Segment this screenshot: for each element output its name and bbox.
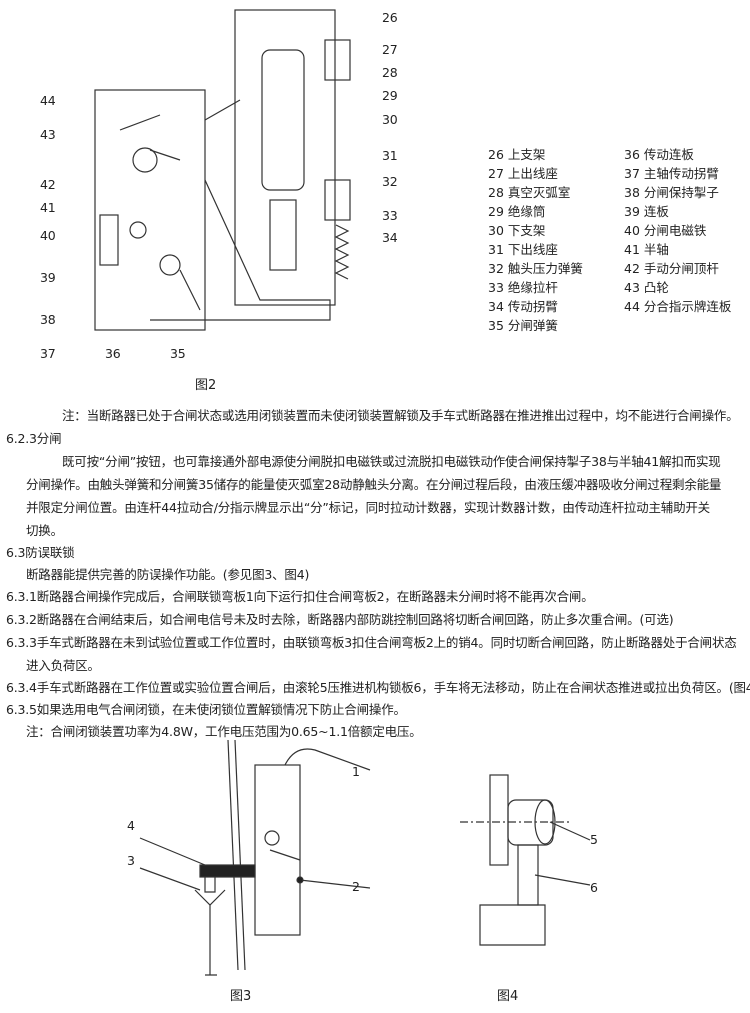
figure2-legend: 26 上支架 36 传动连板 27 上出线座 37 主轴传动拐臂 28 真空灭弧… [488, 146, 744, 334]
callout-36: 36 [105, 346, 121, 361]
callout-3: 3 [127, 853, 135, 868]
callout-29: 29 [382, 88, 398, 103]
callout-34: 34 [382, 230, 398, 245]
callout-44: 44 [40, 93, 56, 108]
callout-4: 4 [127, 818, 135, 833]
figure2-drawing [94, 9, 351, 331]
legend-item: 28 真空灭弧室 [488, 185, 571, 200]
callout-6: 6 [590, 880, 598, 895]
paragraph: 既可按“分闸”按钮，也可靠接通外部电源使分闸脱扣电磁铁或过流脱扣电磁铁动作使合闸… [62, 454, 721, 469]
legend-item: 44 分合指示牌连板 [624, 299, 732, 314]
paragraph: 断路器能提供完善的防误操作功能。(参见图3、图4) [26, 567, 310, 582]
callout-26: 26 [382, 10, 398, 25]
legend-item: 32 触头压力弹簧 [488, 261, 583, 276]
paragraph: 并限定分闸位置。由连杆44拉动合/分指示牌显示出“分”标记，同时拉动计数器，实现… [26, 500, 710, 515]
callout-30: 30 [382, 112, 398, 127]
legend-item: 31 下出线座 [488, 242, 558, 257]
callout-39: 39 [40, 270, 56, 285]
legend-item: 42 手动分闸顶杆 [624, 261, 719, 276]
legend-item: 29 绝缘筒 [488, 204, 546, 219]
figure2-caption: 图2 [195, 378, 217, 393]
callout-41: 41 [40, 200, 56, 215]
paragraph: 6.3.2断路器在合闸结束后，如合闸电信号未及时去除，断路器内部防跳控制回路将切… [6, 612, 674, 627]
figure4-drawing [460, 774, 591, 946]
heading-6-3: 6.3防误联锁 [6, 545, 75, 560]
legend-item: 43 凸轮 [624, 280, 669, 295]
callout-33: 33 [382, 208, 398, 223]
callout-38: 38 [40, 312, 56, 327]
paragraph: 切换。 [26, 523, 63, 538]
legend-item: 33 绝缘拉杆 [488, 280, 558, 295]
paragraph: 6.3.1断路器合闸操作完成后，合闸联锁弯板1向下运行扣住合闸弯板2，在断路器未… [6, 589, 594, 604]
legend-item: 35 分闸弹簧 [488, 318, 558, 333]
legend-item: 41 半轴 [624, 242, 669, 257]
legend-item: 40 分闸电磁铁 [624, 223, 707, 238]
figure3-caption: 图3 [230, 989, 252, 1004]
callout-40: 40 [40, 228, 56, 243]
figure4-caption: 图4 [497, 989, 519, 1004]
callout-27: 27 [382, 42, 398, 57]
callout-31: 31 [382, 148, 398, 163]
callout-43: 43 [40, 127, 56, 142]
legend-item: 37 主轴传动拐臂 [624, 166, 719, 181]
callout-32: 32 [382, 174, 398, 189]
note-2: 注：合闸闭锁装置功率为4.8W，工作电压范围为0.65~1.1倍额定电压。 [26, 724, 422, 739]
note-1: 注：当断路器已处于合闸状态或选用闭锁装置而未使闭锁装置解锁及手车式断路器在推进推… [62, 408, 739, 423]
legend-item: 30 下支架 [488, 223, 546, 238]
legend-item: 26 上支架 [488, 147, 546, 162]
callout-37: 37 [40, 346, 56, 361]
callout-2: 2 [352, 879, 360, 894]
paragraph: 6.3.3手车式断路器在未到试验位置或工作位置时，由联锁弯板3扣住合闸弯板2上的… [6, 635, 737, 650]
legend-item: 34 传动拐臂 [488, 299, 558, 314]
paragraph: 6.3.4手车式断路器在工作位置或实验位置合闸后，由滚轮5压推进机构锁板6，手车… [6, 680, 750, 695]
legend-item: 36 传动连板 [624, 147, 694, 162]
callout-5: 5 [590, 832, 598, 847]
callout-35: 35 [170, 346, 186, 361]
heading-6-2-3: 6.2.3分闸 [6, 431, 62, 446]
legend-item: 39 连板 [624, 204, 669, 219]
paragraph: 6.3.5如果选用电气合闸闭锁，在未使闭锁位置解锁情况下防止合闸操作。 [6, 702, 406, 717]
paragraph: 分闸操作。由触头弹簧和分闸簧35储存的能量使灭弧室28动静触头分离。在分闸过程后… [26, 477, 722, 492]
legend-item: 27 上出线座 [488, 166, 558, 181]
paragraph: 进入负荷区。 [26, 658, 100, 673]
callout-28: 28 [382, 65, 398, 80]
callout-42: 42 [40, 177, 56, 192]
callout-1: 1 [352, 764, 360, 779]
figure3-drawing [139, 740, 371, 976]
legend-item: 38 分闸保持掣子 [624, 185, 719, 200]
